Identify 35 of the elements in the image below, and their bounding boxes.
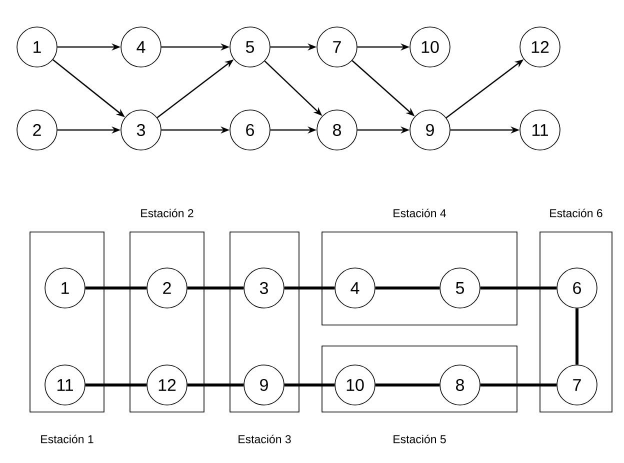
connector <box>480 286 557 290</box>
connector <box>187 286 244 290</box>
circle-node: 6 <box>556 268 598 308</box>
circle-node: 11 <box>44 364 86 406</box>
circle-node: 8 <box>316 110 358 150</box>
circle-node: 2 <box>16 110 58 150</box>
connector <box>480 384 557 386</box>
circle-node: 12 <box>520 26 560 68</box>
connector <box>85 286 147 290</box>
circle-node: 1 <box>44 268 86 308</box>
circle-node: 2 <box>146 268 188 308</box>
connector <box>375 384 440 386</box>
circle-node: 7 <box>316 26 358 68</box>
circle-node: 4 <box>120 26 162 68</box>
connector <box>576 308 578 365</box>
circle-node: 9 <box>410 110 450 150</box>
circle-node: 6 <box>230 110 270 150</box>
circle-node: 4 <box>334 268 376 308</box>
circle-node: 9 <box>244 364 284 406</box>
circle-node: 11 <box>520 110 560 150</box>
circle-node: 1 <box>16 26 58 68</box>
circle-node: 7 <box>556 364 598 406</box>
circle-node: 5 <box>440 268 480 308</box>
connector <box>187 384 244 386</box>
circle-node: 12 <box>146 364 188 406</box>
circle-node: 8 <box>440 364 480 406</box>
circle-node: 10 <box>334 364 376 406</box>
circle-node: 3 <box>120 110 162 150</box>
connector <box>284 384 335 386</box>
circle-node: 3 <box>244 268 284 308</box>
connector <box>85 384 147 386</box>
connector <box>284 286 335 290</box>
circle-node: 5 <box>230 26 270 68</box>
connector <box>375 286 440 290</box>
circle-node: 10 <box>410 26 450 68</box>
